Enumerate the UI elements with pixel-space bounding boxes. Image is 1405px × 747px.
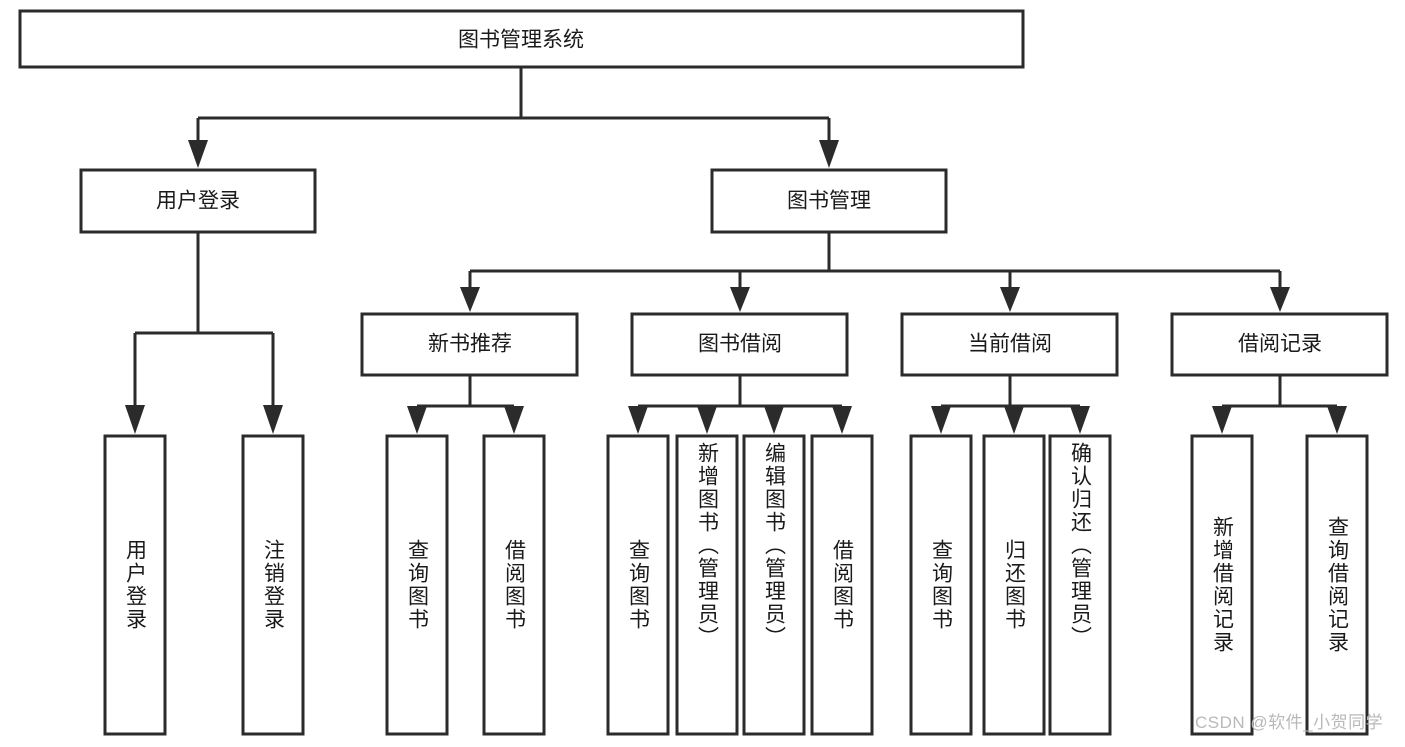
connector-user-login-to-leaves	[125, 232, 283, 434]
leaf-box-query-book-1[interactable]	[385, 434, 449, 736]
node-book-management-box[interactable]	[710, 168, 948, 234]
node-new-book-recommend-label: 新书推荐	[428, 333, 512, 356]
arrowhead-leaf-12	[1212, 406, 1232, 434]
arrowhead-leaf-8	[832, 406, 852, 434]
arrowhead-leaf-3	[407, 406, 427, 434]
arrowhead-leaf-5	[628, 406, 648, 434]
leaf-box-confirm-return-admin[interactable]	[1048, 434, 1112, 736]
leaf-box-add-borrow-record[interactable]	[1190, 434, 1254, 736]
leaf-box-query-book-2[interactable]	[606, 434, 670, 736]
arrowhead-book-mgmt	[819, 140, 839, 168]
arrowhead-leaf-7	[764, 406, 784, 434]
leaf-box-borrow-book-1[interactable]	[482, 434, 546, 736]
arrowhead-leaf-6	[697, 406, 717, 434]
connector-book-mgmt-to-level2	[460, 232, 1290, 312]
connector-borrow-record-to-leaves	[1212, 375, 1347, 434]
node-book-borrow[interactable]: 图书借阅	[630, 312, 849, 377]
node-new-book-recommend-box[interactable]	[360, 312, 579, 377]
node-current-borrow-box[interactable]	[900, 312, 1119, 377]
connector-current-borrow-to-leaves	[931, 375, 1090, 434]
node-user-login-label: 用户登录	[156, 190, 240, 213]
node-current-borrow[interactable]: 当前借阅	[900, 312, 1119, 377]
leaf-box-query-borrow-record[interactable]	[1305, 434, 1369, 736]
arrowhead-leaf-2	[263, 405, 283, 434]
node-book-management[interactable]: 图书管理	[710, 168, 948, 234]
leaf-box-return-book[interactable]	[982, 434, 1046, 736]
connector-book-borrow-to-leaves	[628, 375, 852, 434]
leaf-box-borrow-book-2[interactable]	[810, 434, 874, 736]
node-book-borrow-box[interactable]	[630, 312, 849, 377]
leaf-box-user-login[interactable]	[103, 434, 167, 736]
arrowhead-leaf-1	[125, 405, 145, 434]
node-root-box[interactable]	[18, 9, 1025, 69]
node-root[interactable]: 图书管理系统	[18, 9, 1025, 69]
node-borrow-record-box[interactable]	[1170, 312, 1389, 377]
arrowhead-current-borrow	[1000, 287, 1020, 312]
arrowhead-leaf-4	[504, 406, 524, 434]
arrowhead-leaf-11	[1070, 406, 1090, 434]
node-user-login[interactable]: 用户登录	[79, 168, 317, 234]
csdn-watermark: CSDN @软件_小贺同学	[1195, 713, 1384, 732]
arrowhead-user-login	[188, 140, 208, 168]
arrowhead-borrow-record	[1270, 287, 1290, 312]
arrowhead-leaf-9	[931, 406, 951, 434]
connector-root-to-level1	[188, 67, 839, 168]
node-new-book-recommend[interactable]: 新书推荐	[360, 312, 579, 377]
node-current-borrow-label: 当前借阅	[968, 333, 1052, 356]
leaf-box-query-book-3[interactable]	[909, 434, 973, 736]
leaf-boxes-group	[103, 434, 1369, 736]
node-borrow-record-label: 借阅记录	[1238, 333, 1322, 356]
leaf-box-add-book-admin[interactable]	[675, 434, 739, 736]
leaf-box-logout[interactable]	[241, 434, 305, 736]
arrowhead-book-borrow	[730, 287, 750, 312]
arrowhead-leaf-13	[1327, 406, 1347, 434]
leaf-box-edit-book-admin[interactable]	[742, 434, 806, 736]
node-root-label: 图书管理系统	[458, 29, 584, 52]
arrowhead-new-book	[460, 287, 480, 312]
node-borrow-record[interactable]: 借阅记录	[1170, 312, 1389, 377]
node-book-borrow-label: 图书借阅	[698, 333, 782, 356]
node-book-management-label: 图书管理	[787, 190, 871, 213]
arrowhead-leaf-10	[1004, 406, 1024, 434]
connector-new-book-to-leaves	[407, 375, 524, 434]
